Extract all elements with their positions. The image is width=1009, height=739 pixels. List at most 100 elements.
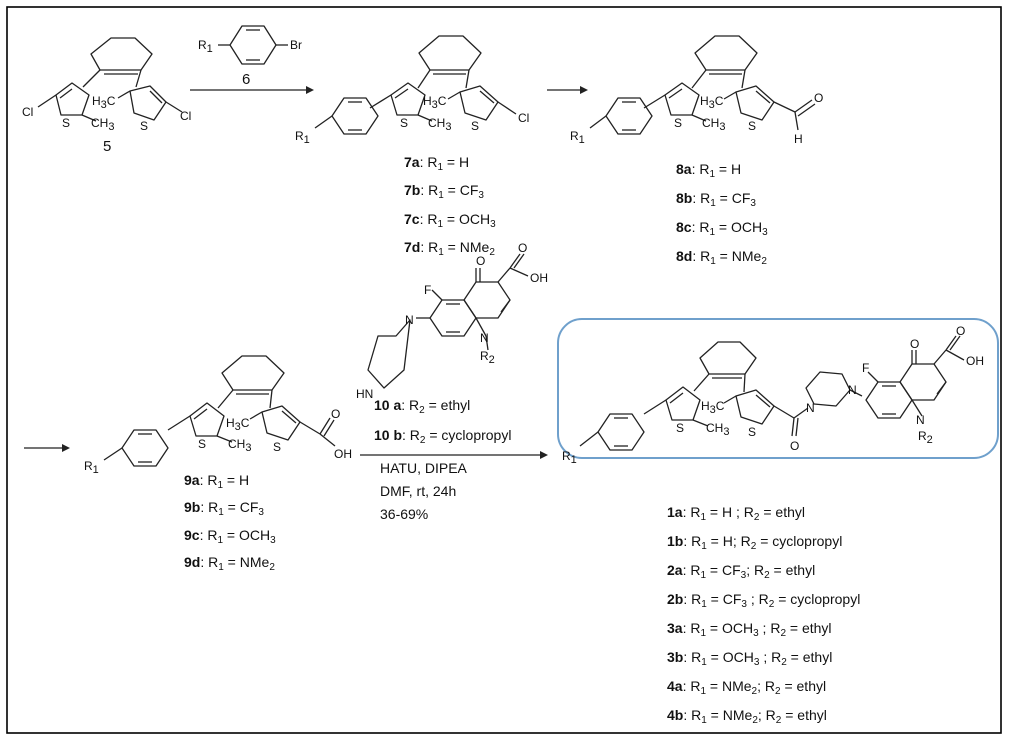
ch3-label: CH3 — [702, 116, 725, 133]
reaction-arrow-3 — [24, 444, 70, 452]
product-highlight-box — [557, 318, 999, 459]
list-item-8b: 8b: R1 = CF3 — [676, 190, 756, 209]
h3c-label: H3C — [92, 94, 116, 111]
n-label: N — [405, 313, 414, 327]
n-label: N — [848, 383, 857, 397]
list-item-4b: 4b: R1 = NMe2; R2 = ethyl — [667, 707, 827, 726]
list-item-7d: 7d: R1 = NMe2 — [404, 239, 495, 258]
s-label: S — [198, 437, 206, 451]
r1-label: R1 — [198, 38, 213, 55]
reagent-6: R1 Br 6 — [198, 25, 302, 88]
list-item-9c: 9c: R1 = OCH3 — [184, 527, 276, 546]
s-label: S — [140, 119, 148, 133]
list-item-9a: 9a: R1 = H — [184, 472, 249, 491]
hn-label: HN — [356, 387, 373, 401]
s-label: S — [748, 425, 756, 439]
reagent-10b: 10 b: R2 = cyclopropyl — [374, 427, 511, 446]
ch3-label: CH3 — [91, 116, 114, 133]
list-item-1a: 1a: R1 = H ; R2 = ethyl — [667, 504, 805, 523]
reaction-arrow-1 — [190, 86, 314, 94]
n-label: N — [480, 331, 489, 345]
list-item-3b: 3b: R1 = OCH3 ; R2 = ethyl — [667, 649, 832, 668]
list-item-9d: 9d: R1 = NMe2 — [184, 554, 275, 573]
list-item-9b: 9b: R1 = CF3 — [184, 499, 264, 518]
s-label: S — [674, 116, 682, 130]
list-item-2a: 2a: R1 = CF3; R2 = ethyl — [667, 562, 815, 581]
list-7: 7a: R1 = H 7b: R1 = CF3 7c: R1 = OCH3 7d… — [404, 154, 496, 258]
h3c-label: H3C — [423, 94, 447, 111]
r1-label: R1 — [562, 449, 577, 466]
compound-9: R1 S CH3 H3C S O OH — [84, 355, 352, 476]
h3c-label: H3C — [701, 399, 725, 416]
reagent-10: F O O OH N R2 N HN — [356, 241, 548, 401]
s-label: S — [273, 440, 281, 454]
reaction-arrow-4 — [360, 451, 548, 459]
r1-label: R1 — [570, 129, 585, 146]
r1-label: R1 — [84, 459, 99, 476]
h3c-label: H3C — [226, 416, 250, 433]
list-item-8c: 8c: R1 = OCH3 — [676, 219, 768, 238]
list-9: 9a: R1 = H 9b: R1 = CF3 9c: R1 = OCH3 9d… — [184, 472, 276, 573]
list-final: 1a: R1 = H ; R2 = ethyl 1b: R1 = H; R2 =… — [667, 504, 860, 726]
list-item-1b: 1b: R1 = H; R2 = cyclopropyl — [667, 533, 842, 552]
o-label: O — [790, 439, 799, 453]
oh-label: OH — [334, 447, 352, 461]
o-label: O — [331, 407, 340, 421]
list-item-7c: 7c: R1 = OCH3 — [404, 211, 496, 230]
list-item-4a: 4a: R1 = NMe2; R2 = ethyl — [667, 678, 826, 697]
r2-label: R2 — [918, 429, 933, 446]
n-label: N — [916, 413, 925, 427]
o-label: O — [518, 241, 527, 255]
f-label: F — [424, 283, 431, 297]
condition-yield: 36-69% — [380, 506, 428, 522]
reagent-10-list: 10 a: R2 = ethyl 10 b: R2 = cyclopropyl — [374, 397, 511, 446]
o-label: O — [476, 254, 485, 268]
s-label: S — [748, 119, 756, 133]
r2-label: R2 — [480, 349, 495, 366]
s-label: S — [471, 119, 479, 133]
frame — [6, 6, 1002, 734]
cyclopentene-ring — [90, 37, 153, 71]
condition-solvent: DMF, rt, 24h — [380, 483, 456, 499]
o-label: O — [956, 324, 965, 338]
cl-label: Cl — [518, 111, 529, 125]
reagent-number-6: 6 — [242, 71, 250, 88]
cl-label-right: Cl — [180, 109, 191, 123]
benzene-ring — [229, 25, 277, 65]
s-label: S — [400, 116, 408, 130]
condition-reagents: HATU, DIPEA — [380, 460, 468, 476]
ch3-label: CH3 — [706, 421, 729, 438]
o-label: O — [910, 337, 919, 351]
reagent-10a: 10 a: R2 = ethyl — [374, 397, 470, 416]
compound-7: R1 S CH3 H3C S Cl — [295, 35, 529, 146]
list-item-2b: 2b: R1 = CF3 ; R2 = cyclopropyl — [667, 591, 860, 610]
final-product: R1 S CH3 H3C S O N N F O O OH N R2 — [562, 324, 984, 466]
r1-label: R1 — [295, 129, 310, 146]
f-label: F — [862, 361, 869, 375]
compound-number-5: 5 — [103, 138, 111, 155]
n-label: N — [806, 401, 815, 415]
compound-5: Cl S CH3 H3C S Cl 5 — [22, 37, 191, 155]
o-label: O — [814, 91, 823, 105]
br-label: Br — [290, 38, 302, 52]
ch3-label: CH3 — [428, 116, 451, 133]
ch3-label: CH3 — [228, 437, 251, 454]
h3c-label: H3C — [700, 94, 724, 111]
oh-label: OH — [966, 354, 984, 368]
reaction-conditions: HATU, DIPEA DMF, rt, 24h 36-69% — [380, 460, 468, 522]
list-8: 8a: R1 = H 8b: R1 = CF3 8c: R1 = OCH3 8d… — [676, 161, 768, 267]
compound-8: R1 S CH3 H3C S O H — [570, 35, 823, 146]
list-item-7b: 7b: R1 = CF3 — [404, 182, 484, 201]
s-label: S — [62, 116, 70, 130]
s-label: S — [676, 421, 684, 435]
oh-label: OH — [530, 271, 548, 285]
list-item-8d: 8d: R1 = NMe2 — [676, 248, 767, 267]
h-label: H — [794, 132, 803, 146]
cl-label-left: Cl — [22, 105, 33, 119]
list-item-3a: 3a: R1 = OCH3 ; R2 = ethyl — [667, 620, 832, 639]
list-item-7a: 7a: R1 = H — [404, 154, 469, 173]
list-item-8a: 8a: R1 = H — [676, 161, 741, 180]
reaction-arrow-2 — [547, 86, 588, 94]
